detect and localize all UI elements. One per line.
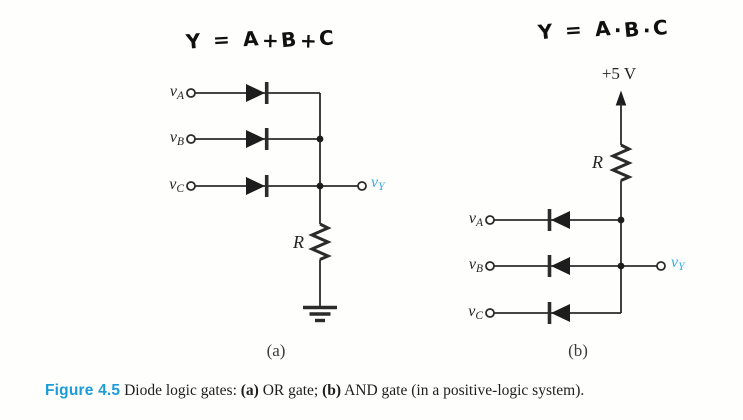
handwriting-char: + xyxy=(261,28,282,53)
handwriting-char: A xyxy=(594,15,615,42)
figure-number: Figure 4.5 xyxy=(45,382,121,399)
supply-arrow-icon xyxy=(615,90,627,106)
caption-text-3: AND gate (in a positive-logic system). xyxy=(341,382,585,399)
resistor-icon-b xyxy=(609,143,633,182)
vb-symbol: v xyxy=(468,256,476,273)
caption-text-2: OR gate; xyxy=(258,382,323,399)
junction-dot-a-vc xyxy=(316,182,324,190)
and-gate-circuit xyxy=(485,90,666,324)
handwriting-char: = xyxy=(564,17,586,43)
diode-icon-b1 xyxy=(551,211,570,229)
or-gate-formula-handwriting: Y = A+B+C xyxy=(184,25,338,54)
vb-subscript: B xyxy=(475,263,483,275)
panel-label-a: (a) xyxy=(266,341,286,360)
diode-icon-a3 xyxy=(246,177,265,195)
terminal-icon-va xyxy=(186,88,196,98)
ground-icon xyxy=(303,305,337,323)
terminal-icon-vb xyxy=(186,134,196,144)
supply-label: +5 V xyxy=(601,64,637,83)
terminal-icon-vy xyxy=(357,181,367,191)
caption-text-1: Diode logic gates: xyxy=(120,382,241,399)
vy-symbol: v xyxy=(671,254,679,271)
terminal-icon-b-vy xyxy=(656,261,666,271)
input-label-b-vc: vC xyxy=(445,303,483,322)
handwriting-char: B xyxy=(280,26,301,53)
vb-symbol: v xyxy=(169,129,177,146)
and-gate-formula-handwriting: Y = A·B·C xyxy=(536,14,672,45)
vc-subscript: C xyxy=(475,310,483,322)
handwriting-char: Y xyxy=(536,18,557,45)
junction-dot-b-vb xyxy=(617,262,625,270)
input-label-b-va: vA xyxy=(445,210,483,229)
output-label-b-vy: vY xyxy=(671,254,685,273)
handwriting-char: Y xyxy=(184,28,205,54)
figure-caption: Figure 4.5 Diode logic gates: (a) OR gat… xyxy=(45,382,725,400)
resistor-label-a: R xyxy=(293,232,304,252)
terminal-icon-b-vb xyxy=(485,261,495,271)
input-label-a-vb: vB xyxy=(146,129,184,148)
input-label-a-va: vA xyxy=(146,83,184,102)
terminal-icon-b-vc xyxy=(485,308,495,318)
junction-dot-b-va xyxy=(617,216,625,224)
vy-symbol: v xyxy=(371,174,379,191)
diode-icons-b xyxy=(551,211,570,322)
caption-ref-b: (b) xyxy=(322,382,342,399)
diode-icon-b3 xyxy=(551,304,570,322)
vy-subscript: Y xyxy=(378,181,385,193)
vy-subscript: Y xyxy=(678,261,685,273)
diode-icon-b2 xyxy=(551,257,570,275)
va-symbol: v xyxy=(468,210,476,227)
handwriting-char: A xyxy=(242,26,263,52)
diode-icons-a xyxy=(246,84,265,195)
resistor-icon-a xyxy=(308,222,332,261)
vc-symbol: v xyxy=(169,176,177,193)
caption-ref-a: (a) xyxy=(240,382,259,399)
handwriting-char: C xyxy=(318,25,338,51)
handwriting-char: + xyxy=(299,28,320,53)
terminal-icon-vc xyxy=(186,181,196,191)
vc-subscript: C xyxy=(176,183,184,195)
vc-symbol: v xyxy=(468,303,476,320)
junction-dot-a-vb xyxy=(316,135,324,143)
resistor-label-b: R xyxy=(592,152,603,172)
input-label-a-vc: vC xyxy=(146,176,184,195)
or-gate-circuit xyxy=(186,82,367,323)
output-label-a-vy: vY xyxy=(371,174,385,193)
vb-subscript: B xyxy=(176,136,184,148)
handwriting-char: B xyxy=(623,16,644,43)
diode-icon-a2 xyxy=(246,130,265,148)
va-subscript: A xyxy=(475,217,483,229)
terminal-icon-b-va xyxy=(485,215,495,225)
handwriting-char: = xyxy=(212,27,234,53)
input-label-b-vb: vB xyxy=(445,256,483,275)
va-subscript: A xyxy=(176,90,184,102)
handwriting-char: C xyxy=(652,14,672,41)
panel-label-b: (b) xyxy=(568,341,588,360)
va-symbol: v xyxy=(169,83,177,100)
diode-icon-a1 xyxy=(246,84,265,102)
